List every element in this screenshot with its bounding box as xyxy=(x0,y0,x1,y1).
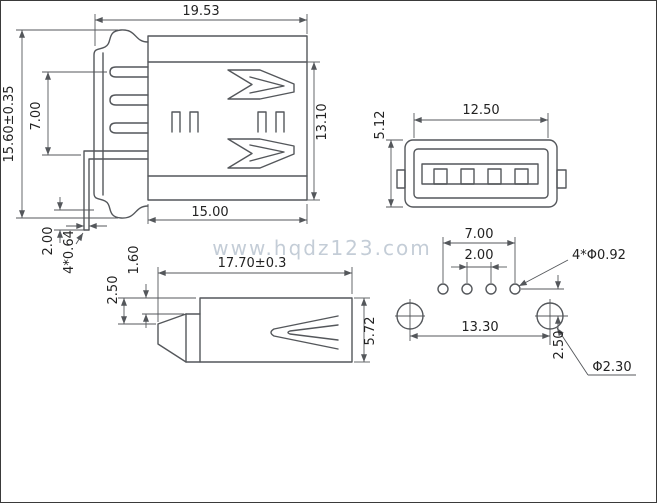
shell-clip xyxy=(189,111,199,133)
footprint-dimension-lines xyxy=(395,237,636,376)
footprint-view: 7.00 2.00 4*Φ0.92 13.30 2.50 Φ2.30 xyxy=(395,227,636,376)
dim-mount-span-label: 13.30 xyxy=(461,320,498,335)
dim-pin-pitch-label: 2.00 xyxy=(465,248,494,263)
side-view-dimension-lines xyxy=(16,14,320,245)
top-view: 17.70±0.3 1.60 2.50 5.72 xyxy=(106,246,378,363)
pin-hole xyxy=(485,283,497,295)
dim-overall-height-label: 15.60±0.35 xyxy=(2,85,17,162)
top-view-outline xyxy=(157,297,353,363)
watermark: www.hqdz123.com xyxy=(212,236,431,260)
side-tab-left xyxy=(396,169,406,189)
pin-3 xyxy=(109,122,149,134)
dim-pin-row-span-label: 7.00 xyxy=(465,227,494,242)
shell-clip xyxy=(257,111,267,133)
side-tab-right xyxy=(556,169,567,189)
body-outline xyxy=(157,297,353,363)
front-view-outline xyxy=(396,139,567,208)
dim-body-width-label: 15.00 xyxy=(191,205,228,220)
dim-step-label: 1.60 xyxy=(127,246,142,275)
dim-pin-length-label: 2.00 xyxy=(41,227,56,256)
pin-hole xyxy=(461,283,473,295)
dim-body-length-label: 17.70±0.3 xyxy=(218,256,287,271)
contact-pad xyxy=(460,168,475,185)
shell-clip xyxy=(275,111,285,133)
dim-pin-size-label: 4*0.64 xyxy=(62,230,77,274)
shell-clip xyxy=(171,111,181,133)
contact-pad xyxy=(487,168,502,185)
contact-spring-top xyxy=(227,69,295,100)
mount-hole-size-label: Φ2.30 xyxy=(592,360,631,375)
pin-hole-size-label: 4*Φ0.92 xyxy=(572,248,626,263)
contact-spring-bottom xyxy=(227,138,295,169)
dim-opening-width-label: 12.50 xyxy=(462,103,499,118)
dim-row-offset-label: 2.50 xyxy=(552,331,567,360)
pin-2 xyxy=(109,94,149,106)
side-view: 19.53 15.60±0.35 7.00 13.10 15.00 2.00 4… xyxy=(2,4,330,274)
pin-hole xyxy=(509,283,521,295)
front-view-dimension-lines xyxy=(386,113,549,208)
dim-front-height-label: 5.12 xyxy=(373,111,388,140)
front-view: 12.50 5.12 xyxy=(373,103,567,208)
top-view-dimension-lines xyxy=(118,267,370,363)
dim-pin-span-label: 7.00 xyxy=(29,102,44,131)
dim-offset-label: 2.50 xyxy=(106,276,121,305)
contact-pad xyxy=(514,168,529,185)
pin-4 xyxy=(83,150,149,231)
pin-hole xyxy=(437,283,449,295)
dim-overall-width-label: 19.53 xyxy=(182,4,219,19)
dim-top-width-label: 5.72 xyxy=(363,317,378,346)
opening-outline xyxy=(413,148,549,199)
mounting-flange xyxy=(93,29,149,219)
side-view-outline xyxy=(83,29,308,231)
tongue xyxy=(421,163,539,185)
spring-cutout xyxy=(270,315,339,350)
pin-1 xyxy=(109,66,149,78)
contact-pad xyxy=(433,168,448,185)
dim-body-height-label: 13.10 xyxy=(315,103,330,140)
